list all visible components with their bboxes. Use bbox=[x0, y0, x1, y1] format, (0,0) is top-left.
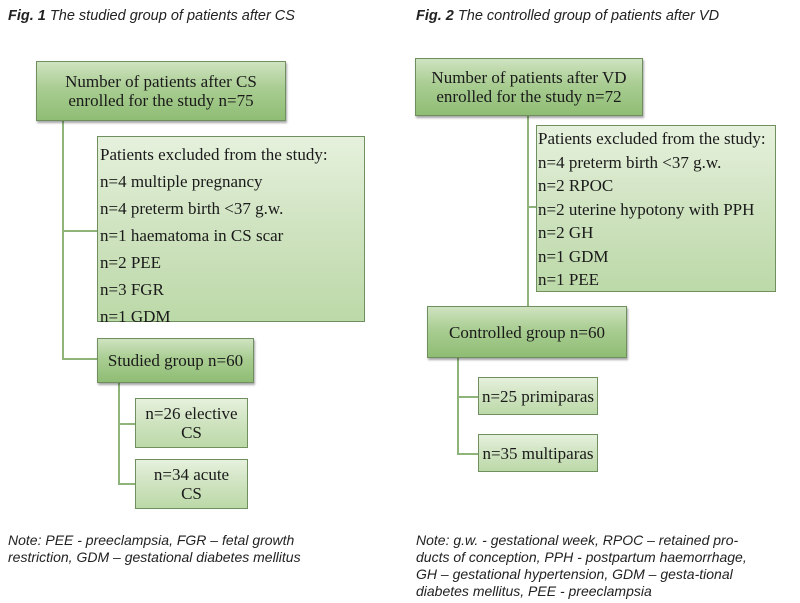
fig2-primiparas-label: n=25 primiparas bbox=[481, 386, 595, 406]
fig1-excluded-item: n=3 FGR bbox=[100, 280, 164, 299]
fig2-title: The controlled group of patients after V… bbox=[457, 8, 720, 24]
fig2-sub-connector bbox=[457, 358, 459, 454]
fig2-note-line-3: GH – gestational hypertension, GDM – ges… bbox=[416, 566, 733, 582]
fig1-title: The studied group of patients after CS bbox=[49, 8, 295, 24]
fig2-enrolled-line-2: enrolled for the study n=72 bbox=[436, 87, 622, 106]
fig2-excluded-item: n=4 preterm birth <37 g.w. bbox=[538, 152, 722, 172]
fig1-excluded-box: Patients excluded from the study: n=4 mu… bbox=[97, 136, 365, 326]
fig1-excluded-connector bbox=[62, 230, 98, 232]
fig1-caption: Fig. 1 The studied group of patients aft… bbox=[8, 8, 295, 24]
fig1-studied-box: Studied group n=60 bbox=[97, 338, 254, 383]
fig2-multiparas-label: n=35 multiparas bbox=[482, 443, 594, 463]
fig2-excluded-item: n=1 GDM bbox=[538, 246, 609, 266]
fig1-sub2-connector bbox=[118, 483, 136, 485]
fig1-excluded-header: Patients excluded from the study: bbox=[100, 145, 328, 164]
fig2-sub1-connector bbox=[457, 396, 479, 398]
fig1-enrolled-line-2: enrolled for the study n=75 bbox=[68, 91, 254, 110]
fig2-note-line-1: Note: g.w. - gestational week, RPOC – re… bbox=[416, 532, 739, 548]
fig1-excluded-item: n=1 haematoma in CS scar bbox=[100, 226, 284, 245]
fig1-elective-box: n=26 elective CS bbox=[135, 398, 248, 448]
fig2-number: Fig. 2 bbox=[416, 8, 454, 24]
fig1-elective-line-1: n=26 elective bbox=[145, 404, 238, 423]
fig2-excluded-header: Patients excluded from the study: bbox=[538, 129, 766, 148]
fig1-excluded-item: n=2 PEE bbox=[100, 253, 162, 272]
fig1-excluded-item: n=1 GDM bbox=[100, 307, 171, 326]
fig2-enrolled-box: Number of patients after VD enrolled for… bbox=[415, 58, 643, 116]
fig2-sub2-connector bbox=[457, 453, 479, 455]
fig2-excluded-item: n=2 GH bbox=[538, 223, 594, 242]
fig1-enrolled-line-1: Number of patients after CS bbox=[65, 72, 257, 91]
fig2-caption: Fig. 2 The controlled group of patients … bbox=[416, 8, 719, 24]
fig2-main-connector bbox=[527, 116, 529, 306]
fig1-note-line-1: Note: PEE - preeclampsia, FGR – fetal gr… bbox=[8, 532, 295, 548]
fig2-excluded-item: n=2 RPOC bbox=[538, 176, 614, 195]
fig1-enrolled-box: Number of patients after CS enrolled for… bbox=[36, 61, 286, 121]
fig1-sub-connector bbox=[118, 383, 120, 484]
fig1-excluded-item: n=4 multiple pregnancy bbox=[100, 172, 263, 191]
fig1-number: Fig. 1 bbox=[8, 8, 46, 24]
fig1-note-line-2: restriction, GDM – gestational diabetes … bbox=[8, 549, 301, 565]
fig2-excluded-item: n=1 PEE bbox=[538, 270, 600, 289]
fig2-excluded-item: n=2 uterine hypotony with PPH bbox=[538, 199, 755, 219]
fig2-controlled-box: Controlled group n=60 bbox=[427, 306, 627, 358]
fig2-note-line-2: ducts of conception, PPH - postpartum ha… bbox=[416, 549, 747, 565]
fig1-acute-box: n=34 acute CS bbox=[135, 459, 248, 509]
fig1-acute-line-2: CS bbox=[181, 484, 202, 503]
fig1-excluded-item: n=4 preterm birth <37 g.w. bbox=[100, 199, 284, 218]
fig1-elective-line-2: CS bbox=[181, 423, 202, 442]
fig2-enrolled-line-1: Number of patients after VD bbox=[431, 68, 627, 87]
fig1-studied-label: Studied group n=60 bbox=[107, 351, 244, 370]
fig1-sub1-connector bbox=[118, 423, 136, 425]
fig2-multiparas-box: n=35 multiparas bbox=[478, 434, 598, 472]
fig2-primiparas-box: n=25 primiparas bbox=[478, 377, 598, 415]
fig1-acute-line-1: n=34 acute bbox=[153, 465, 230, 484]
fig1-studied-connector bbox=[62, 358, 98, 360]
fig2-note-line-4: diabetes mellitus, PEE - preeclampsia bbox=[416, 583, 652, 599]
fig2-controlled-label: Controlled group n=60 bbox=[449, 322, 605, 342]
fig1-note: Note: PEE - preeclampsia, FGR – fetal gr… bbox=[8, 532, 301, 566]
fig2-note: Note: g.w. - gestational week, RPOC – re… bbox=[416, 532, 747, 600]
fig1-main-connector bbox=[62, 121, 64, 359]
fig2-excluded-box: Patients excluded from the study: n=4 pr… bbox=[536, 125, 776, 292]
fig2-excluded-connector bbox=[527, 206, 537, 208]
